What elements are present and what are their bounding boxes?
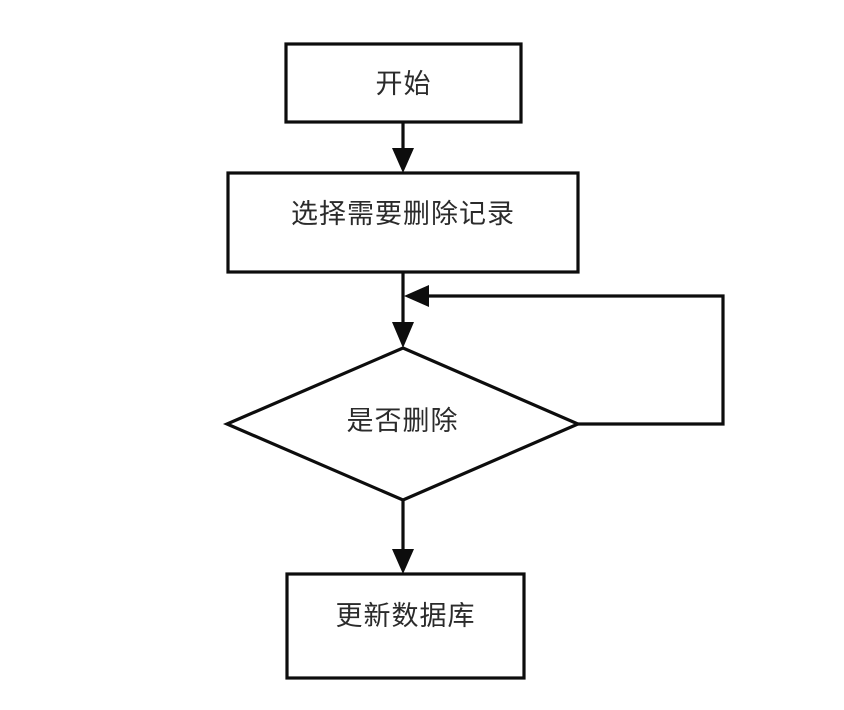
node-start-shape[interactable] (284, 42, 523, 124)
node-select-records-shape[interactable] (226, 171, 580, 274)
node-update-database-shape[interactable] (285, 572, 526, 680)
node-start-label: 开始 (375, 69, 432, 99)
node-update-database-label: 更新数据库 (335, 601, 476, 631)
node-delete-decision-label: 是否删除 (346, 406, 459, 436)
edge-start-to-select-arrowhead (392, 148, 414, 173)
node-select-records-label: 选择需要删除记录 (291, 199, 515, 229)
edge-decision-to-update-arrowhead (392, 549, 414, 574)
edge-select-to-decision-arrowhead (392, 322, 414, 348)
edge-decision-loop-back-arrowhead (404, 285, 429, 307)
edge-decision-loop-back-line (417, 294, 725, 426)
